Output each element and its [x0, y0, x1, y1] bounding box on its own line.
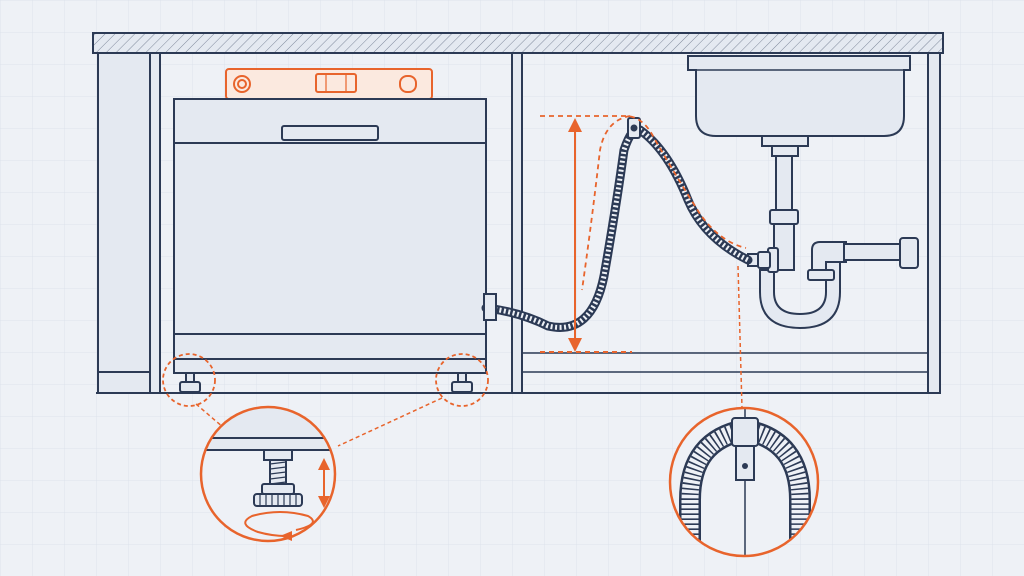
dishwasher [173, 98, 487, 374]
adjustable-foot [179, 372, 473, 393]
door-handle [281, 125, 379, 141]
right-callout-leader [737, 265, 743, 409]
base-cabinet [96, 52, 941, 394]
drain-hose [481, 124, 753, 332]
sink-basin [687, 55, 911, 157]
left-callout-leaders [195, 397, 443, 447]
hose-clip-detail [668, 406, 820, 558]
high-loop-height-arrow [540, 118, 632, 353]
countertop [92, 32, 944, 54]
foot-height-arrow [318, 458, 330, 508]
foot-detail-markers [162, 353, 489, 407]
hose-route-highlight [540, 115, 747, 249]
high-loop-clip [627, 117, 641, 139]
leveling-foot-detail [199, 405, 337, 543]
spirit-level [225, 68, 433, 100]
